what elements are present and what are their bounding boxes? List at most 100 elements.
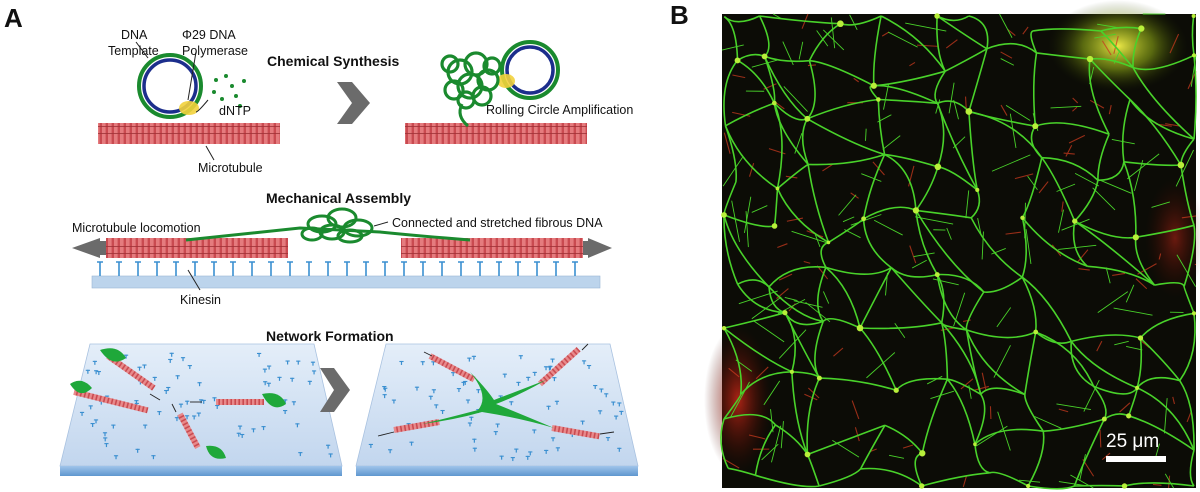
fiber-node [1138,25,1145,32]
fiber-node [789,369,794,374]
green-fiber-thin [997,411,1011,451]
green-fiber-thin [1127,153,1160,180]
surface-kinesin-mark [176,417,178,422]
surface-kinesin-mark [529,451,531,456]
surface-kinesin-head [137,366,142,368]
green-fiber-thin [883,83,890,110]
surface-kinesin-head [104,395,110,397]
surface-kinesin-mark [557,447,559,452]
fiber-node [965,108,973,115]
surface-kinesin-mark [268,382,270,387]
surface-kinesin-head [619,410,624,412]
surface-kinesin-head [428,395,433,397]
surface-kinesin-head [382,394,387,396]
green-fiber-thin [926,375,943,385]
surface-kinesin-mark [115,455,117,460]
surface-kinesin-head [283,410,288,412]
red-fiber [723,132,731,154]
red-fiber [916,44,939,47]
kinesin-stalk [325,261,331,276]
arrow-right-icon [337,82,370,124]
green-fiber [725,102,775,127]
red-fiber [962,476,967,488]
microtubule-assembly-left [106,238,288,258]
surface-kinesin-mark [169,358,171,363]
green-fiber-thin [780,421,784,449]
rca-template-inner [505,45,555,95]
red-fiber [748,162,755,177]
surface-kinesin-mark [549,365,552,370]
green-fiber-thin [991,154,1031,172]
surface-kinesin-mark [186,400,188,405]
green-fiber [884,153,939,168]
green-fiber [1121,99,1131,162]
red-fiber [748,434,766,440]
green-fiber [1021,217,1027,278]
surface-kinesin-head [472,438,477,440]
green-fiber [776,188,829,244]
kinesin-stalk [458,261,464,276]
surface-kinesin-head [617,447,622,449]
green-fiber [936,15,946,72]
green-fiber [1043,418,1105,432]
surface-kinesin-mark [467,399,469,404]
green-fiber-thin [1056,183,1076,192]
surface-kinesin-head [493,431,498,433]
surface-kinesin-head [509,401,514,403]
surface-kinesin-head [168,358,173,361]
green-fiber [1089,58,1131,101]
surface-kinesin-mark [95,370,97,375]
surface-kinesin-head [85,369,90,371]
green-fiber [801,118,809,165]
surface-kinesin-head [514,448,519,450]
micrograph-red-glow-right [1145,178,1200,298]
green-fiber-thin [946,227,952,240]
surface-kinesin-mark [501,455,503,460]
network-left-microtubules [70,348,286,459]
surface-kinesin-mark [533,429,535,434]
surface-kinesin-mark [474,447,476,452]
surface-kinesin-head [605,437,611,439]
red-fiber [1113,36,1119,54]
surface-kinesin-mark [497,423,499,428]
green-fiber [937,273,985,293]
surface-kinesin-head [296,360,301,362]
surface-kinesin-head [88,405,93,407]
green-fiber [1027,431,1045,487]
red-fiber [1063,152,1075,155]
green-fiber [1035,331,1095,387]
green-fiber-thin [738,290,778,305]
green-fiber [775,424,809,455]
green-fiber-thin [996,307,1012,328]
green-fiber [1087,265,1155,286]
surface-kinesin-mark [213,397,216,402]
surface-kinesin-mark [94,360,96,365]
green-fiber-thin [999,13,1013,38]
surface-kinesin-head [166,386,171,389]
surface-kinesin-mark [167,386,169,391]
green-fiber [989,471,1029,487]
green-fiber [877,99,886,155]
red-fiber [728,367,740,378]
surface-kinesin-head [528,451,533,453]
fiber-node [1191,311,1197,316]
green-fiber-thin [721,44,744,51]
surface-kinesin-head [325,444,331,446]
surface-kinesin-head [399,360,404,363]
template-pointer [135,41,149,59]
green-fiber-thin [1000,58,1015,66]
green-fiber [936,274,945,323]
green-fiber [723,16,739,61]
surface-kinesin-mark [193,415,195,420]
green-fiber [970,189,981,219]
surface-kinesin-mark [105,443,108,448]
surface-kinesin-head [467,357,472,359]
green-fiber-thin [894,323,906,338]
surface-kinesin-mark [583,360,585,365]
green-fiber-thin [751,296,782,320]
surface-kinesin-head [263,381,268,383]
surface-kinesin-head [184,415,190,417]
fiber-node [1101,416,1107,422]
surface-kinesin-mark [512,457,514,462]
surface-kinesin-mark [241,433,243,438]
